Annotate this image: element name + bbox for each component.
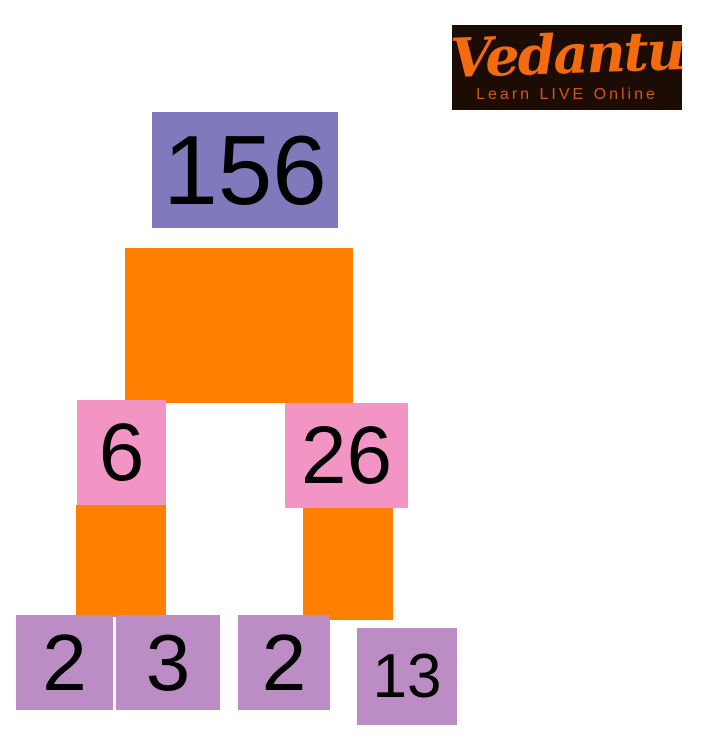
vedantu-wordmark-text: Vedantu [452,25,682,91]
connector-twentysix-to-leaves [303,508,393,620]
connector-root-to-children [125,248,353,403]
node-root-156: 156 [152,112,338,228]
connector-six-to-leaves [76,505,166,617]
vedantu-logo: Vedantu Learn LIVE Online [452,25,682,110]
node-prime-3: 3 [116,615,220,710]
node-prime-13: 13 [357,628,457,725]
vedantu-tagline-text: Learn LIVE Online [476,86,658,103]
node-factor-26: 26 [285,403,408,508]
node-prime-2-b: 2 [238,615,330,710]
node-factor-6: 6 [77,400,166,505]
node-prime-2-a: 2 [16,615,113,710]
